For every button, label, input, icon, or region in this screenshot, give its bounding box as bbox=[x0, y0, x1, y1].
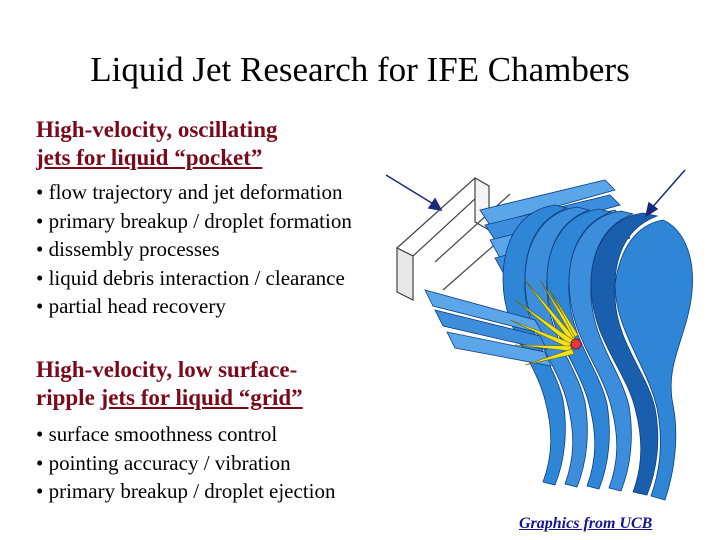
list-item: • dissembly processes bbox=[36, 237, 220, 261]
section2-heading-line2-plain: ripple bbox=[36, 385, 101, 410]
graphics-credit-text: Graphics from UCB bbox=[519, 515, 653, 532]
target-pellet bbox=[570, 338, 582, 350]
list-item: • primary breakup / droplet formation bbox=[36, 208, 352, 233]
graphics-credit: Graphics from UCB bbox=[519, 515, 652, 533]
section2-heading-line2-underlined: jets for liquid “grid” bbox=[100, 385, 303, 410]
list-item: • surface smoothness control bbox=[36, 422, 278, 446]
section2-bullet-list: • surface smoothness control • pointing … bbox=[36, 420, 336, 506]
section1-heading-line1: High-velocity, oscillating bbox=[36, 117, 278, 142]
section1-heading: High-velocity, oscillating jets for liqu… bbox=[36, 116, 278, 172]
section2-heading-line1: High-velocity, low surface- bbox=[36, 357, 298, 382]
beam-lines bbox=[509, 279, 579, 366]
liquid-jet-chamber-illustration bbox=[385, 169, 693, 501]
section2-heading: High-velocity, low surface- ripple jets … bbox=[36, 356, 303, 412]
list-item: • primary breakup / droplet ejection bbox=[36, 479, 336, 503]
list-item: • pointing accuracy / vibration bbox=[36, 450, 291, 475]
list-item: • partial head recovery bbox=[36, 294, 226, 318]
section2-heading-line2: ripple jets for liquid “grid” bbox=[36, 384, 303, 412]
section1-heading-line2: jets for liquid “pocket” bbox=[36, 145, 263, 170]
list-item: • flow trajectory and jet deformation bbox=[36, 180, 343, 204]
page-title: Liquid Jet Research for IFE Chambers bbox=[90, 50, 630, 89]
front-jet-layers bbox=[424, 289, 552, 367]
list-item: • liquid debris interaction / clearance bbox=[36, 265, 345, 290]
section1-bullet-list: • flow trajectory and jet deformation • … bbox=[36, 178, 352, 321]
flow-arrows bbox=[385, 169, 686, 218]
